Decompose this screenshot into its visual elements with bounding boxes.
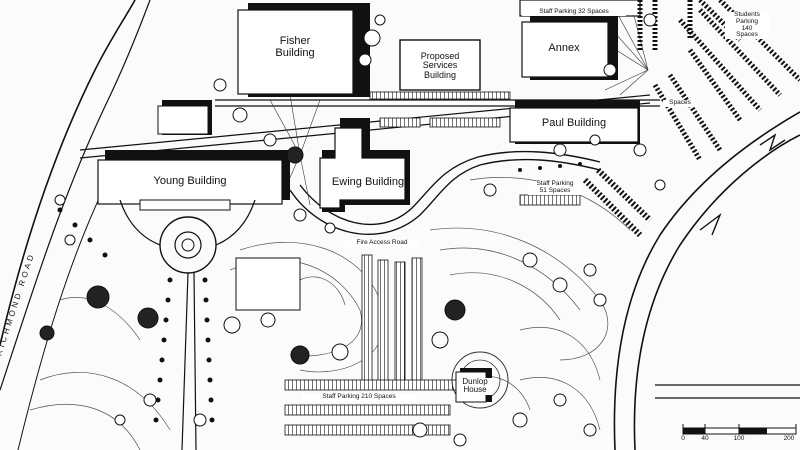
scale-tick-0: 0 bbox=[681, 435, 685, 442]
parking-lots bbox=[284, 0, 800, 436]
young-building-label: Young Building bbox=[153, 175, 227, 187]
scale-bar bbox=[682, 424, 797, 435]
staff-parking-32-label: Staff Parking 32 Spaces bbox=[522, 8, 626, 16]
paul-building-label: Paul Building bbox=[541, 117, 607, 129]
scale-tick-100: 100 bbox=[733, 435, 745, 442]
fire-access-road-label: Fire Access Road bbox=[345, 239, 419, 247]
buildings bbox=[97, 0, 641, 212]
scale-tick-200: 200 bbox=[783, 435, 795, 442]
avenue-tree-rows bbox=[57, 162, 582, 423]
east-road bbox=[613, 111, 800, 450]
court bbox=[235, 257, 301, 311]
ewing-building-label: Ewing Building bbox=[331, 176, 405, 188]
scale-tick-40: 40 bbox=[701, 435, 709, 442]
roundabout bbox=[119, 199, 256, 450]
contour-lines bbox=[29, 177, 631, 450]
paul-parking-spaces-label: Spaces bbox=[663, 99, 697, 107]
road-marks bbox=[699, 133, 786, 236]
staff-parking-210-label: Staff Parking 210 Spaces bbox=[302, 393, 416, 401]
fire-access-road bbox=[289, 150, 601, 235]
annex-label: Annex bbox=[548, 42, 580, 54]
